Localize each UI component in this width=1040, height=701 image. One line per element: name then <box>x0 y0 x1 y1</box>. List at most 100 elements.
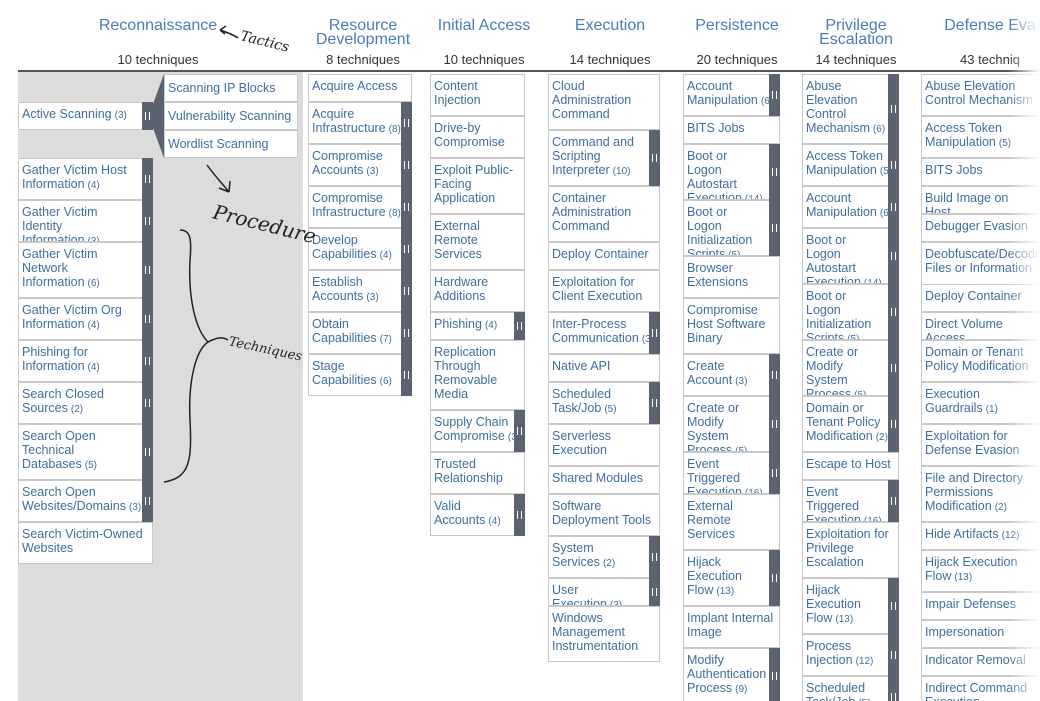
expand-subtechniques-handle[interactable] <box>401 354 412 396</box>
technique-cell[interactable]: Execution Guardrails(1) <box>921 382 1040 424</box>
expand-subtechniques-handle[interactable] <box>769 354 780 396</box>
technique-cell[interactable]: Serverless Execution <box>548 424 660 466</box>
technique-cell[interactable]: Inter-Process Communication(3) <box>548 312 649 354</box>
technique-cell[interactable]: Gather Victim Host Information(4) <box>18 158 142 200</box>
technique-cell[interactable]: Acquire Infrastructure(8) <box>308 102 401 144</box>
technique-cell[interactable]: Account Manipulation(6) <box>802 186 888 228</box>
technique-cell[interactable]: Direct Volume Access <box>921 312 1040 340</box>
tactic-name[interactable]: Initial Access <box>437 17 531 34</box>
expand-subtechniques-handle[interactable] <box>888 186 899 228</box>
expand-subtechniques-handle[interactable] <box>769 200 780 256</box>
technique-cell[interactable]: Supply Chain Compromise(3) <box>430 410 514 452</box>
subtechnique-cell[interactable]: Vulnerability Scanning <box>164 102 298 130</box>
technique-cell[interactable]: External Remote Services <box>430 214 525 270</box>
expand-subtechniques-handle[interactable] <box>888 480 899 522</box>
technique-cell[interactable]: Scheduled Task/Job(5) <box>548 382 649 424</box>
technique-cell[interactable]: Modify Authentication Process(9) <box>683 648 769 701</box>
technique-cell[interactable]: Compromise Accounts(3) <box>308 144 401 186</box>
technique-cell[interactable]: Domain or Tenant Policy Modification(2) <box>802 396 888 452</box>
technique-cell[interactable]: Cloud Administration Command <box>548 74 660 130</box>
technique-cell[interactable]: Exploitation for Defense Evasion <box>921 424 1040 466</box>
technique-cell[interactable]: Access Token Manipulation(5) <box>921 116 1040 158</box>
technique-cell[interactable]: Boot or Logon Autostart Execution(14) <box>802 228 888 284</box>
technique-cell[interactable]: System Services(2) <box>548 536 649 578</box>
technique-cell[interactable]: Impair Defenses <box>921 592 1040 620</box>
subtechnique-cell[interactable]: Scanning IP Blocks <box>164 74 298 102</box>
technique-cell[interactable]: Exploitation for Client Execution <box>548 270 660 312</box>
technique-cell[interactable]: Develop Capabilities(4) <box>308 228 401 270</box>
technique-cell[interactable]: Create Account(3) <box>683 354 769 396</box>
expand-subtechniques-handle[interactable] <box>514 410 525 452</box>
technique-cell[interactable]: Compromise Host Software Binary <box>683 298 780 354</box>
technique-cell[interactable]: BITS Jobs <box>921 158 1040 186</box>
technique-cell[interactable]: Abuse Elevation Control Mechanism(6) <box>802 74 888 144</box>
technique-cell[interactable]: Gather Victim Network Information(6) <box>18 242 142 298</box>
expand-subtechniques-handle[interactable] <box>401 186 412 228</box>
technique-cell[interactable]: Create or Modify System Process(5) <box>802 340 888 396</box>
technique-cell[interactable]: Acquire Access <box>308 74 412 102</box>
expand-subtechniques-handle[interactable] <box>142 424 153 480</box>
technique-cell[interactable]: Drive-by Compromise <box>430 116 525 158</box>
expand-subtechniques-handle[interactable] <box>769 144 780 200</box>
expand-subtechniques-handle[interactable] <box>142 200 153 242</box>
technique-cell[interactable]: Boot or Logon Initialization Scripts(5) <box>802 284 888 340</box>
expand-subtechniques-handle[interactable] <box>401 102 412 144</box>
technique-cell[interactable]: Abuse Elevation Control Mechanism <box>921 74 1040 116</box>
technique-cell[interactable]: Implant Internal Image <box>683 606 780 648</box>
technique-cell[interactable]: Event Triggered Execution(16) <box>802 480 888 522</box>
expand-subtechniques-handle[interactable] <box>888 74 899 144</box>
technique-cell[interactable]: BITS Jobs <box>683 116 780 144</box>
technique-cell[interactable]: Hijack Execution Flow(13) <box>802 578 888 634</box>
technique-cell[interactable]: Command and Scripting Interpreter(10) <box>548 130 649 186</box>
technique-cell[interactable]: Container Administration Command <box>548 186 660 242</box>
technique-cell[interactable]: Compromise Infrastructure(8) <box>308 186 401 228</box>
tactic-name[interactable]: Reconnaissance <box>98 17 218 34</box>
technique-cell[interactable]: Valid Accounts(4) <box>430 494 514 536</box>
technique-cell[interactable]: Replication Through Removable Media <box>430 340 525 410</box>
technique-cell[interactable]: Phishing for Information(4) <box>18 340 142 382</box>
technique-cell[interactable]: Gather Victim Identity Information(3) <box>18 200 142 242</box>
expand-subtechniques-handle[interactable] <box>142 158 153 200</box>
expand-subtechniques-handle[interactable] <box>649 130 660 186</box>
subtechnique-cell[interactable]: Wordlist Scanning <box>164 130 298 158</box>
technique-cell[interactable]: Process Injection(12) <box>802 634 888 676</box>
technique-cell[interactable]: Exploit Public-Facing Application <box>430 158 525 214</box>
expand-subtechniques-handle[interactable] <box>142 382 153 424</box>
technique-cell[interactable]: Search Open Technical Databases(5) <box>18 424 142 480</box>
technique-cell[interactable]: Search Closed Sources(2) <box>18 382 142 424</box>
technique-cell[interactable]: Stage Capabilities(6) <box>308 354 401 396</box>
technique-cell[interactable]: Scheduled Task/Job(5) <box>802 676 888 701</box>
technique-cell[interactable]: User Execution(3) <box>548 578 649 606</box>
expand-subtechniques-handle[interactable] <box>888 396 899 452</box>
technique-cell[interactable]: Domain or Tenant Policy Modification <box>921 340 1040 382</box>
technique-cell[interactable]: Native API <box>548 354 660 382</box>
expand-subtechniques-handle[interactable] <box>769 396 780 452</box>
technique-cell[interactable]: Hide Artifacts(12) <box>921 522 1040 550</box>
technique-cell[interactable]: Indicator Removal <box>921 648 1040 676</box>
expand-subtechniques-handle[interactable] <box>888 676 899 701</box>
technique-cell[interactable]: Content Injection <box>430 74 525 116</box>
expand-subtechniques-handle[interactable] <box>888 340 899 396</box>
technique-cell[interactable]: Hijack Execution Flow(13) <box>683 550 769 606</box>
expand-subtechniques-handle[interactable] <box>401 270 412 312</box>
expand-subtechniques-handle[interactable] <box>514 494 525 536</box>
technique-cell[interactable]: Phishing(4) <box>430 312 514 340</box>
technique-cell[interactable]: Deploy Container <box>548 242 660 270</box>
technique-cell[interactable]: Software Deployment Tools <box>548 494 660 536</box>
technique-cell[interactable]: Create or Modify System Process(5) <box>683 396 769 452</box>
technique-cell[interactable]: Trusted Relationship <box>430 452 525 494</box>
technique-cell[interactable]: Hardware Additions <box>430 270 525 312</box>
tactic-name[interactable]: Resource Development <box>315 17 411 48</box>
expand-subtechniques-handle[interactable] <box>142 340 153 382</box>
technique-cell[interactable]: Search Open Websites/Domains(3) <box>18 480 142 522</box>
tactic-name[interactable]: Defense Eva <box>944 17 1036 34</box>
technique-cell[interactable]: Exploitation for Privilege Escalation <box>802 522 899 578</box>
technique-cell[interactable]: Windows Management Instrumentation <box>548 606 660 662</box>
tactic-name[interactable]: Privilege Escalation <box>819 17 893 48</box>
expand-subtechniques-handle[interactable] <box>769 648 780 701</box>
expand-subtechniques-handle[interactable] <box>769 452 780 494</box>
expand-subtechniques-handle[interactable] <box>769 74 780 116</box>
expand-subtechniques-handle[interactable] <box>142 480 153 522</box>
technique-cell[interactable]: Browser Extensions <box>683 256 780 298</box>
expand-subtechniques-handle[interactable] <box>888 284 899 340</box>
